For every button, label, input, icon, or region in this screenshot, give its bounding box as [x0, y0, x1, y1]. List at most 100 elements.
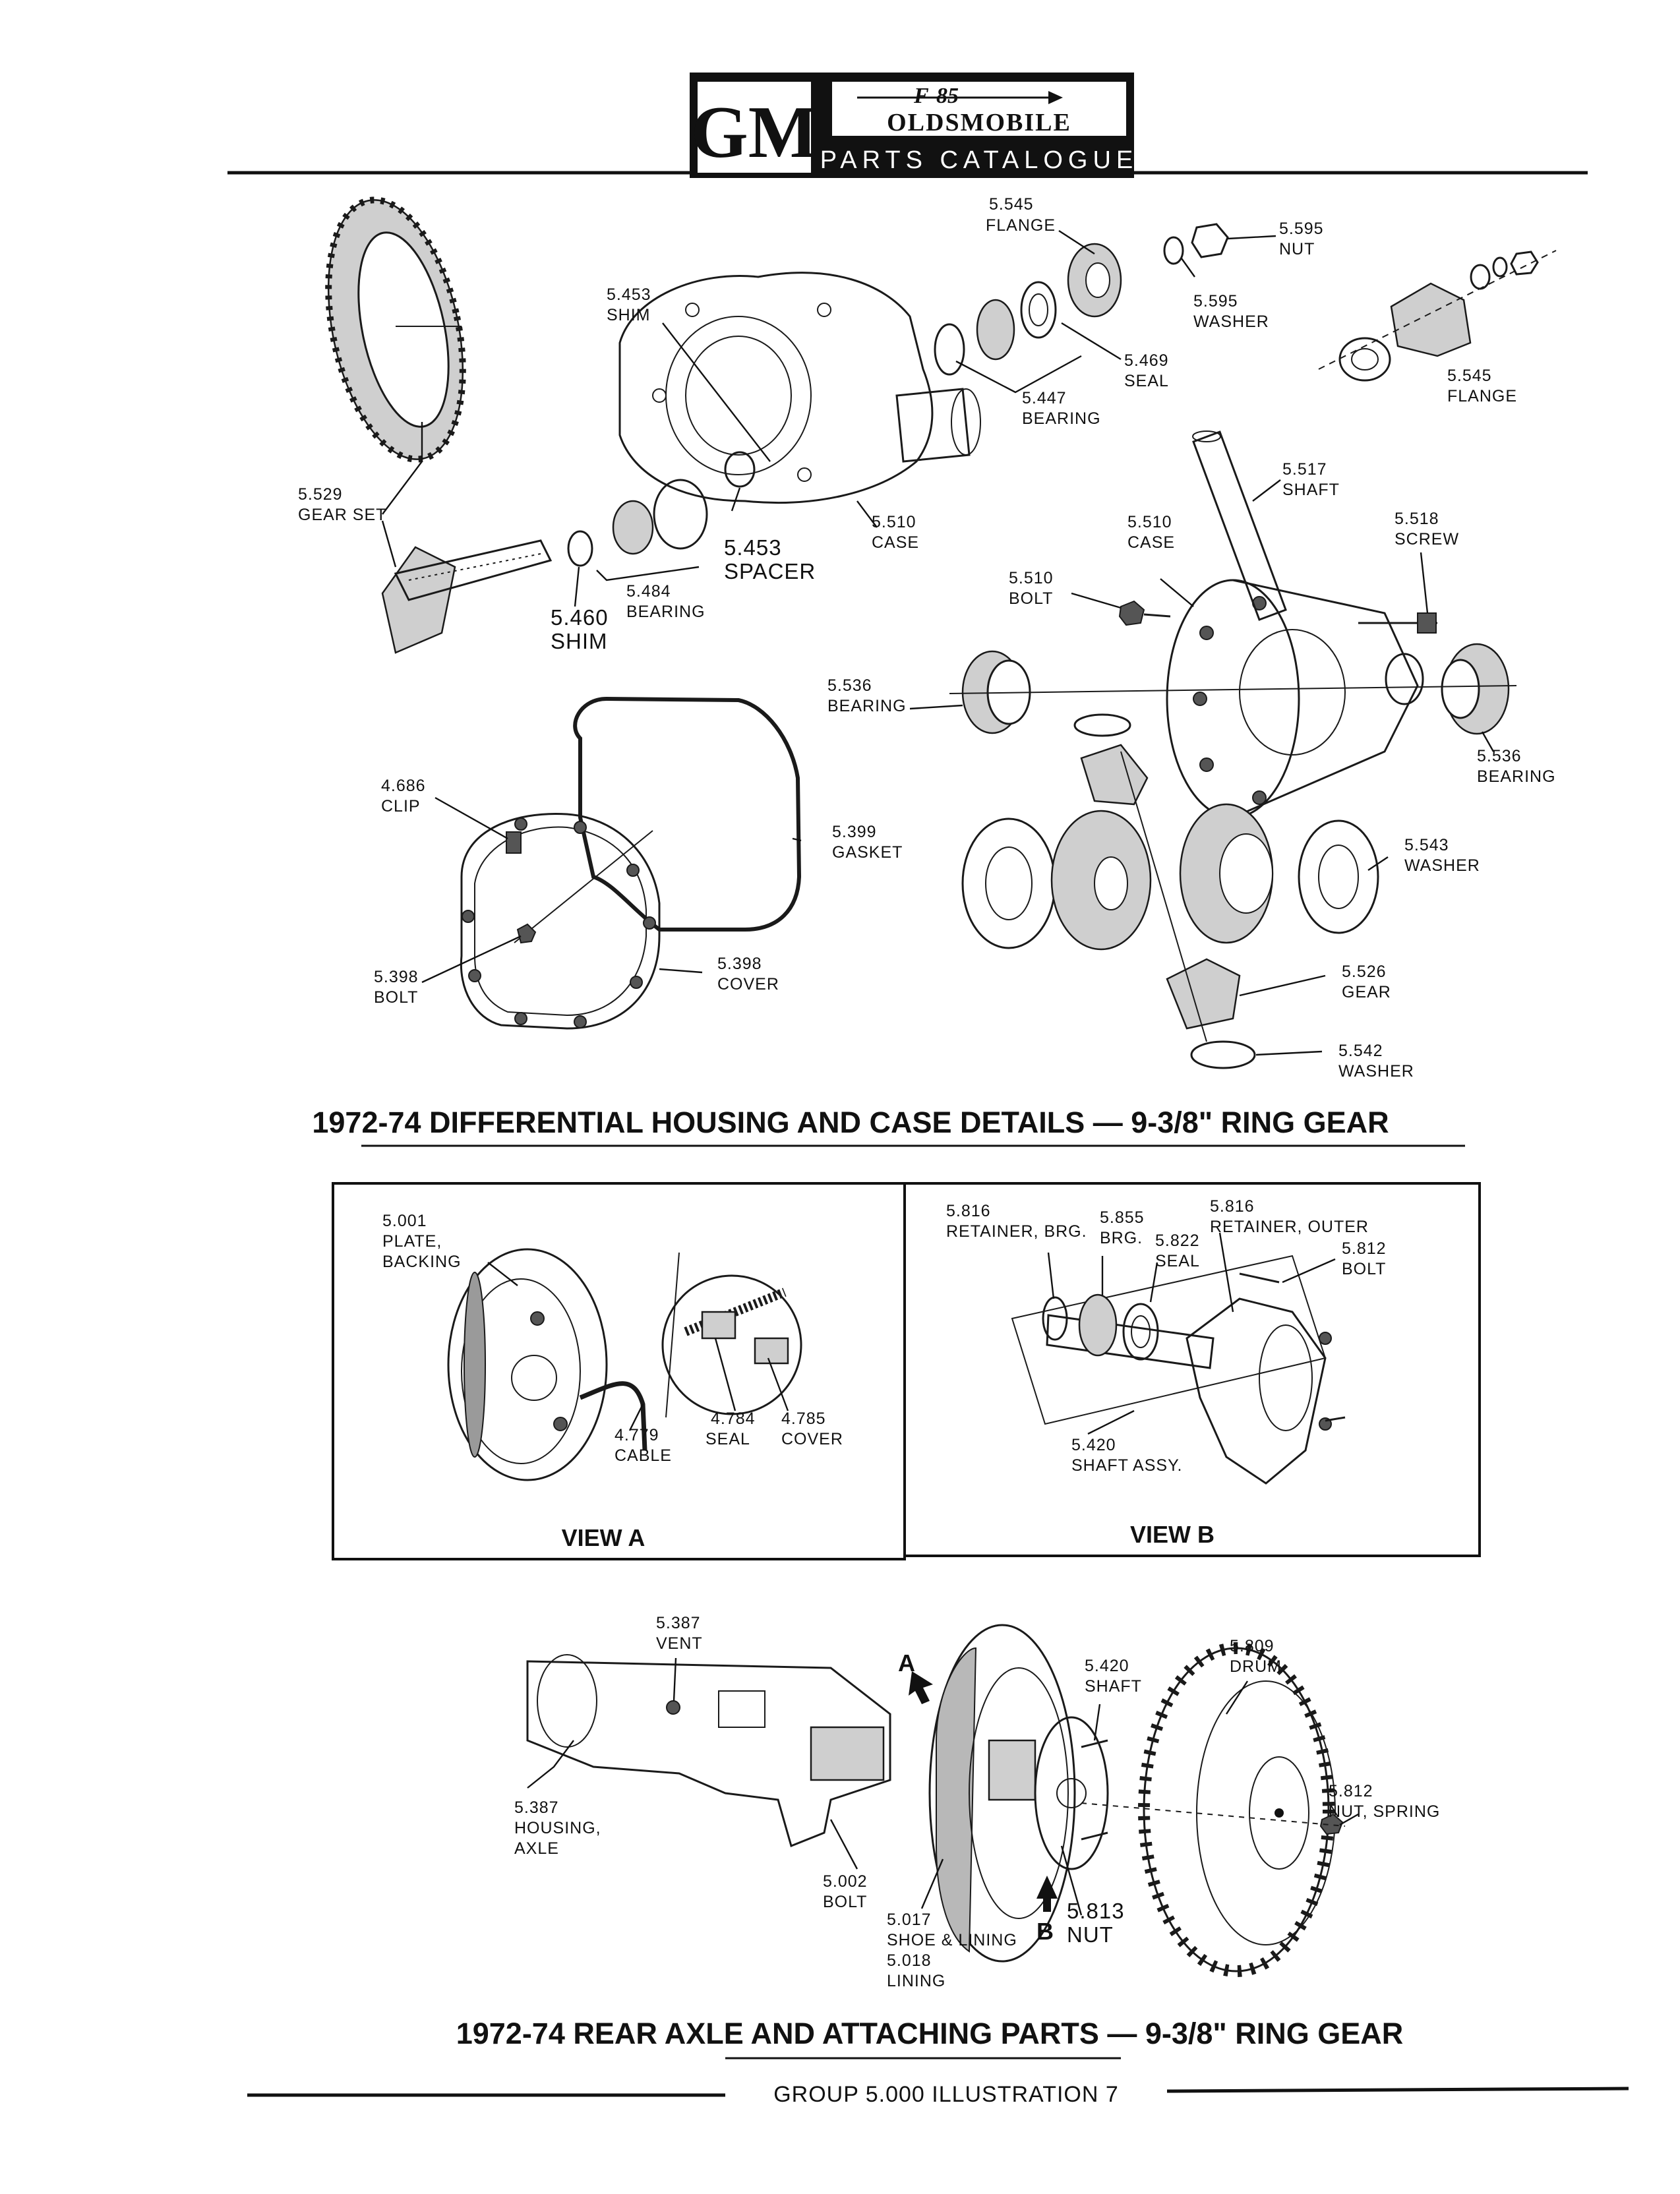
lining-name: LINING — [887, 1972, 945, 1990]
housing-case-number: 5.510 — [872, 513, 916, 531]
bolt-icon — [1118, 600, 1171, 626]
nut-813-number: 5.813 — [1067, 1899, 1125, 1923]
gm-logo: GM — [691, 92, 818, 173]
spacer-icon — [724, 451, 756, 488]
seal-name: SEAL — [1124, 372, 1169, 390]
model-logo: F-85 — [913, 84, 959, 108]
left-bearing-number: 5.536 — [827, 676, 872, 695]
brg-name: BRG. — [1100, 1229, 1143, 1247]
bolt-812-name: BOLT — [1342, 1260, 1386, 1278]
cover-bolt-number: 5.398 — [374, 968, 419, 986]
bolt-510-number: 5.510 — [1009, 569, 1054, 587]
gear-set-number: 5.529 — [298, 485, 343, 504]
differential-drawings — [325, 196, 1557, 1069]
bolt-510-name: BOLT — [1009, 589, 1053, 608]
drum-number: 5.809 — [1230, 1637, 1275, 1655]
nut-name: NUT — [1279, 240, 1315, 258]
washer-number: 5.595 — [1193, 292, 1238, 311]
vent-number: 5.387 — [656, 1614, 701, 1632]
gasket-icon — [573, 696, 802, 932]
differential-labels: 5.545 FLANGE 5.595 NUT 5.595 WASHER 5.46… — [298, 195, 1556, 1081]
screw-number: 5.518 — [1395, 510, 1439, 528]
housing-name-2: AXLE — [514, 1839, 559, 1858]
right-bearing-name: BEARING — [1477, 767, 1556, 786]
differential-case-icon — [1166, 579, 1424, 819]
view-a-title: VIEW A — [562, 1524, 645, 1551]
retainer-outer-number: 5.816 — [1210, 1197, 1255, 1216]
clip-name: CLIP — [381, 797, 421, 815]
side-bearing-right-icon — [1441, 643, 1510, 735]
bolt-002-name: BOLT — [823, 1893, 867, 1911]
nut-number: 5.595 — [1279, 220, 1324, 238]
flange-name: FLANGE — [986, 216, 1056, 235]
arrow-b-icon — [1036, 1876, 1058, 1912]
shim-460-name: SHIM — [551, 629, 608, 653]
view-a-labels: 5.001 PLATE, BACKING 4.779 CABLE 4.784 S… — [382, 1212, 843, 1551]
clip-number: 4.686 — [381, 777, 426, 795]
catalogue-title: PARTS CATALOGUE — [820, 146, 1138, 174]
nut-spring-name: NUT, SPRING — [1329, 1802, 1440, 1821]
shaft-517-number: 5.517 — [1282, 460, 1327, 479]
side-gear-right-icon — [1179, 803, 1274, 944]
gear-washer-icon — [1190, 1040, 1256, 1069]
retainer-outer-name: RETAINER, OUTER — [1210, 1218, 1369, 1236]
brake-cable-icon — [579, 1381, 647, 1451]
section3-caption: 1972-74 REAR AXLE AND ATTACHING PARTS — … — [456, 2017, 1404, 2050]
housing-number: 5.387 — [514, 1798, 559, 1817]
view-b-title: VIEW B — [1130, 1521, 1215, 1548]
left-bearing-name: BEARING — [827, 697, 907, 715]
bolt-812-icon — [1239, 1272, 1280, 1284]
housing-case-name: CASE — [872, 533, 919, 552]
cover-name: COVER — [717, 975, 779, 993]
brg-number: 5.855 — [1100, 1208, 1145, 1227]
brake-assembly-icon — [928, 1624, 1076, 1963]
nut-spring-number: 5.812 — [1329, 1782, 1373, 1800]
shoe-number: 5.017 — [887, 1911, 932, 1929]
thrust-washer-left-icon — [961, 817, 1056, 949]
differential-gear-icon — [1166, 958, 1241, 1030]
ring-gear-icon — [325, 196, 466, 463]
screw-icon — [1358, 612, 1437, 634]
view-boxes — [332, 1182, 1481, 1560]
seal-number: 5.469 — [1124, 351, 1169, 370]
cover-785-number: 4.785 — [781, 1409, 826, 1428]
view-a-drawing — [447, 1248, 802, 1481]
pinion-bearing-name: BEARING — [1022, 409, 1101, 428]
gear-set-name: GEAR SET — [298, 506, 386, 524]
differential-cover-icon — [460, 812, 661, 1030]
nut-813-name: NUT — [1067, 1922, 1114, 1947]
cable-name: CABLE — [615, 1446, 672, 1465]
washer-542-name: WASHER — [1338, 1062, 1414, 1081]
gear-526-number: 5.526 — [1342, 963, 1387, 981]
plate-number: 5.001 — [382, 1212, 427, 1230]
spring-nut-icon — [1319, 1813, 1344, 1835]
shaft-420-name: SHAFT — [1085, 1677, 1142, 1696]
shim-460-number: 5.460 — [551, 605, 609, 630]
clip-icon — [506, 831, 522, 854]
spacer-name: SPACER — [724, 559, 816, 583]
marker-b: B — [1036, 1918, 1054, 1945]
shaft-assy-name: SHAFT ASSY. — [1071, 1456, 1182, 1475]
pinion-gear-icon — [381, 539, 553, 654]
vent-name: VENT — [656, 1634, 703, 1653]
bearing-484-number: 5.484 — [626, 582, 671, 601]
side-gear-left-icon — [1050, 810, 1152, 951]
detail-circle-icon — [661, 1252, 802, 1418]
shim-name: SHIM — [607, 306, 651, 324]
seal-784-name: SEAL — [705, 1430, 750, 1448]
drum-name: DRUM — [1230, 1657, 1282, 1676]
shaft-assy-number: 5.420 — [1071, 1436, 1116, 1454]
gasket-number: 5.399 — [832, 823, 877, 841]
plate-name-2: BACKING — [382, 1253, 462, 1271]
footer-text: GROUP 5.000 ILLUSTRATION 7 — [773, 2082, 1119, 2107]
bearing-484-name: BEARING — [626, 603, 705, 621]
plate-name: PLATE, — [382, 1232, 442, 1251]
rear-axle-drawings — [526, 1624, 1359, 1977]
differential-housing-icon — [618, 272, 981, 504]
axle-shaft-icon — [1042, 1293, 1215, 1369]
right-flange-name: FLANGE — [1447, 387, 1517, 405]
bolt-002-number: 5.002 — [823, 1872, 868, 1891]
diff-case-name: CASE — [1127, 533, 1175, 552]
catalogue-header: GM F-85 OLDSMOBILE PARTS CATALOGUE — [227, 73, 1588, 178]
view-b-labels: 5.816 RETAINER, BRG. 5.855 BRG. 5.822 SE… — [946, 1197, 1386, 1548]
